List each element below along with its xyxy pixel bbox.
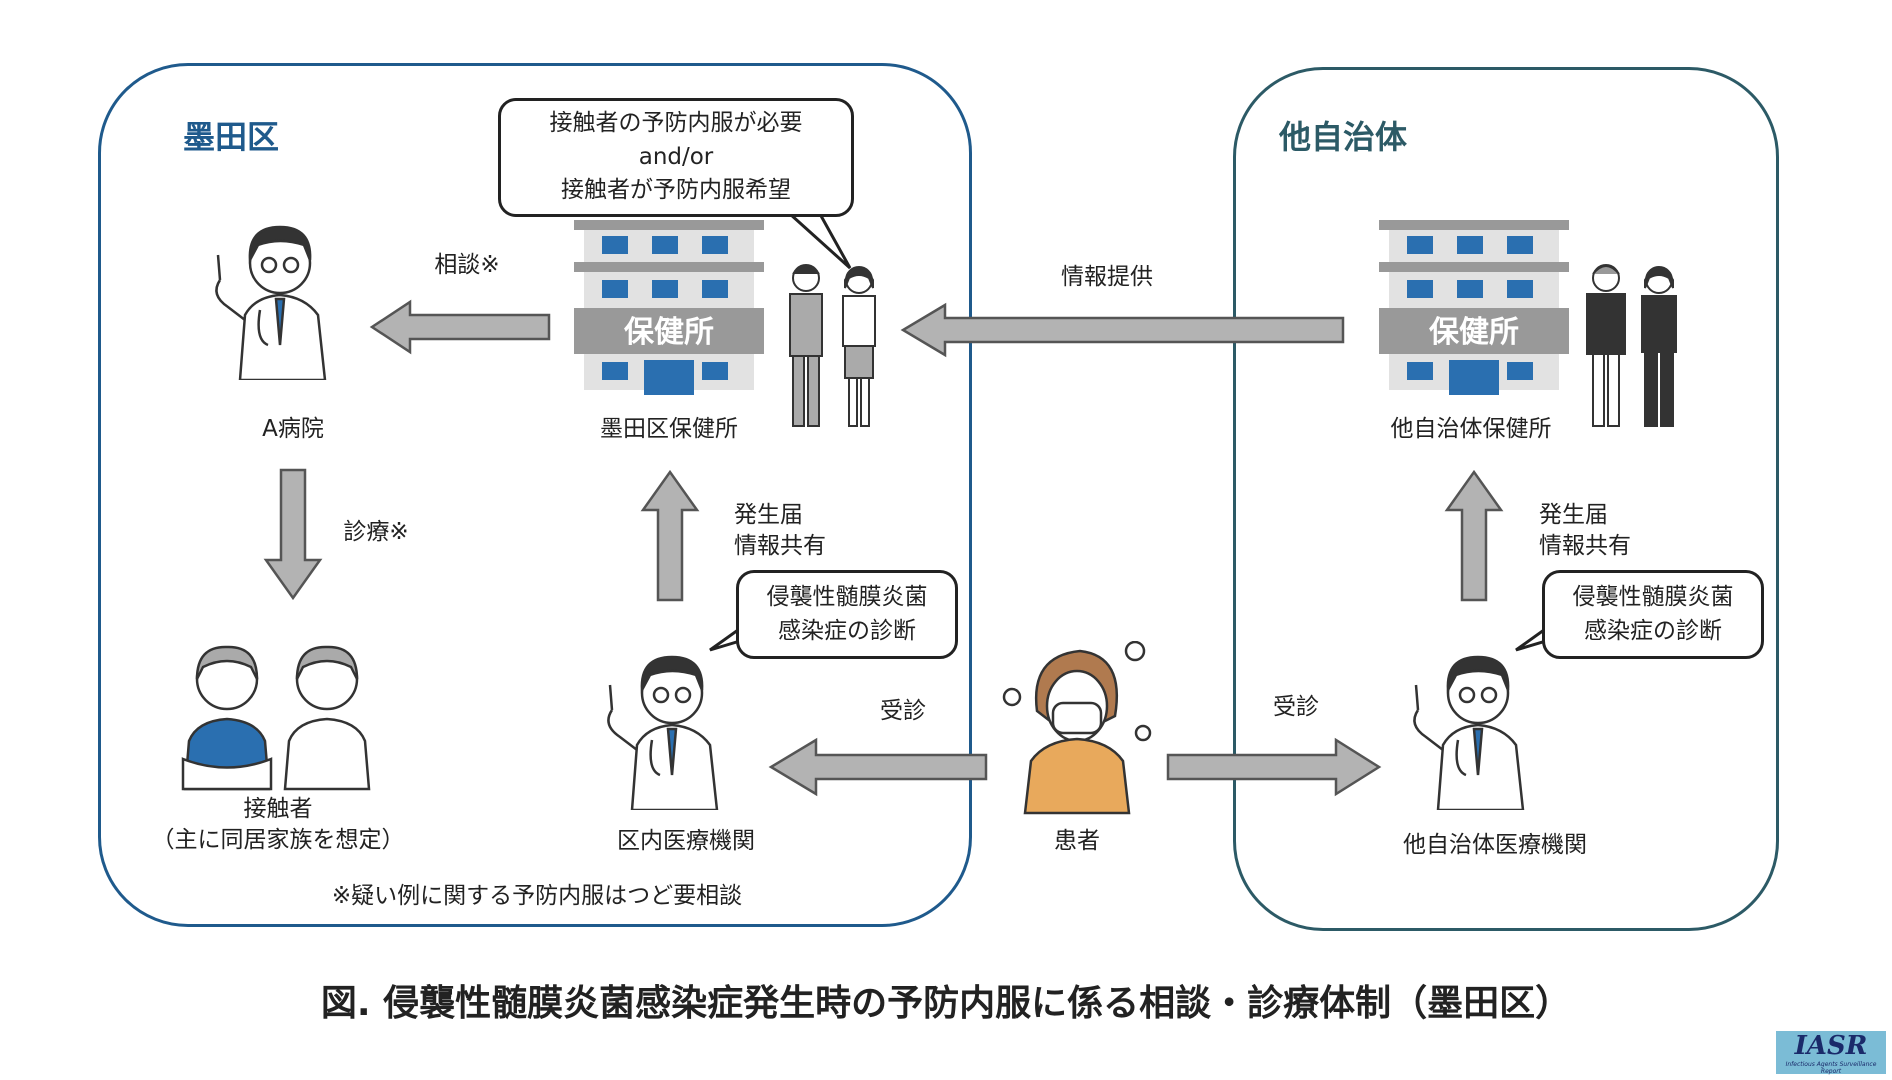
report2-line1: 発生届 <box>1539 502 1608 528</box>
visit-left-label: 受診 <box>880 698 926 724</box>
treatment-arrow <box>263 468 323 601</box>
doctor-icon <box>607 655 719 812</box>
diagnosis2-speech-bubble: 侵襲性髄膜炎菌 感染症の診断 <box>1542 570 1764 659</box>
sumida-health-center-label: 墨田区保健所 <box>600 416 738 442</box>
doctor-illustration-local-clinic <box>592 645 747 814</box>
diagnosis-speech-bubble: 侵襲性髄膜炎菌 感染症の診断 <box>736 570 958 659</box>
contacts-note: （主に同居家族を想定） <box>151 827 405 854</box>
building-sign: 保健所 <box>1429 315 1519 350</box>
report2-line2: 情報共有 <box>1539 533 1631 560</box>
bubble-text: 侵襲性髄膜炎菌 <box>1572 584 1734 611</box>
patient-label: 患者 <box>1054 828 1100 854</box>
sumida-title: 墨田区 <box>183 118 280 156</box>
consult-arrow <box>369 299 551 355</box>
report-line2: 情報共有 <box>734 533 826 560</box>
contacts-label: 接触者 （主に同居家族を想定） <box>152 794 405 856</box>
bubble-text: 接触者の予防内服が必要 <box>549 110 803 137</box>
local-clinic-label: 区内医療機関 <box>617 828 755 854</box>
hc-speech-bubble: 接触者の予防内服が必要 and/or 接触者が予防内服希望 <box>498 98 854 217</box>
staff-illustration-sumida <box>789 264 876 427</box>
consult-label: 相談※ <box>434 252 500 278</box>
doctor-illustration-other-clinic <box>1398 645 1553 814</box>
footnote: ※疑い例に関する予防内服はつど要相談 <box>331 883 743 909</box>
bubble-text: 感染症の診断 <box>1584 617 1722 644</box>
health-center-building-sumida: 保健所 <box>574 220 764 399</box>
patient-illustration <box>1002 641 1152 815</box>
hospital-a-label: A病院 <box>262 416 324 442</box>
report2-label: 発生届 情報共有 <box>1539 500 1631 562</box>
figure-caption: 図. 侵襲性髄膜炎菌感染症発生時の予防内服に係る相談・診療体制（墨田区） <box>320 983 1572 1024</box>
contacts-title: 接触者 <box>243 796 313 822</box>
report-line1: 発生届 <box>734 502 803 528</box>
other-clinic-label: 他自治体医療機関 <box>1403 832 1587 858</box>
health-center-building-other: 保健所 <box>1379 220 1569 399</box>
health-center-building-icon: 保健所 <box>1379 220 1569 395</box>
other-municipality-region <box>1233 67 1779 931</box>
doctor-icon <box>215 225 327 382</box>
contacts-illustration <box>181 645 371 791</box>
report-label: 発生届 情報共有 <box>734 500 826 562</box>
bubble-text: 侵襲性髄膜炎菌 <box>766 584 928 611</box>
staff-illustration-other <box>1586 264 1677 427</box>
bubble-text: 感染症の診断 <box>778 617 916 644</box>
visit-left-arrow <box>768 737 988 797</box>
bubble-text: and/or <box>638 143 714 170</box>
info-provide-arrow <box>900 302 1345 358</box>
report-up-arrow <box>640 469 700 602</box>
bubble-text: 接触者が予防内服希望 <box>561 177 791 204</box>
info-provide-label: 情報提供 <box>1061 264 1153 290</box>
treatment-label: 診療※ <box>343 519 409 545</box>
health-center-building-icon: 保健所 <box>574 220 764 395</box>
report2-up-arrow <box>1444 469 1504 602</box>
other-municipality-title: 他自治体 <box>1279 118 1408 156</box>
building-sign: 保健所 <box>624 315 714 350</box>
other-health-center-label: 他自治体保健所 <box>1390 416 1552 442</box>
sumida-region <box>98 63 972 927</box>
doctor-icon <box>1413 655 1525 812</box>
visit-right-label: 受診 <box>1273 694 1319 720</box>
doctor-illustration-hospital-a <box>200 215 355 384</box>
visit-right-arrow <box>1166 737 1382 797</box>
